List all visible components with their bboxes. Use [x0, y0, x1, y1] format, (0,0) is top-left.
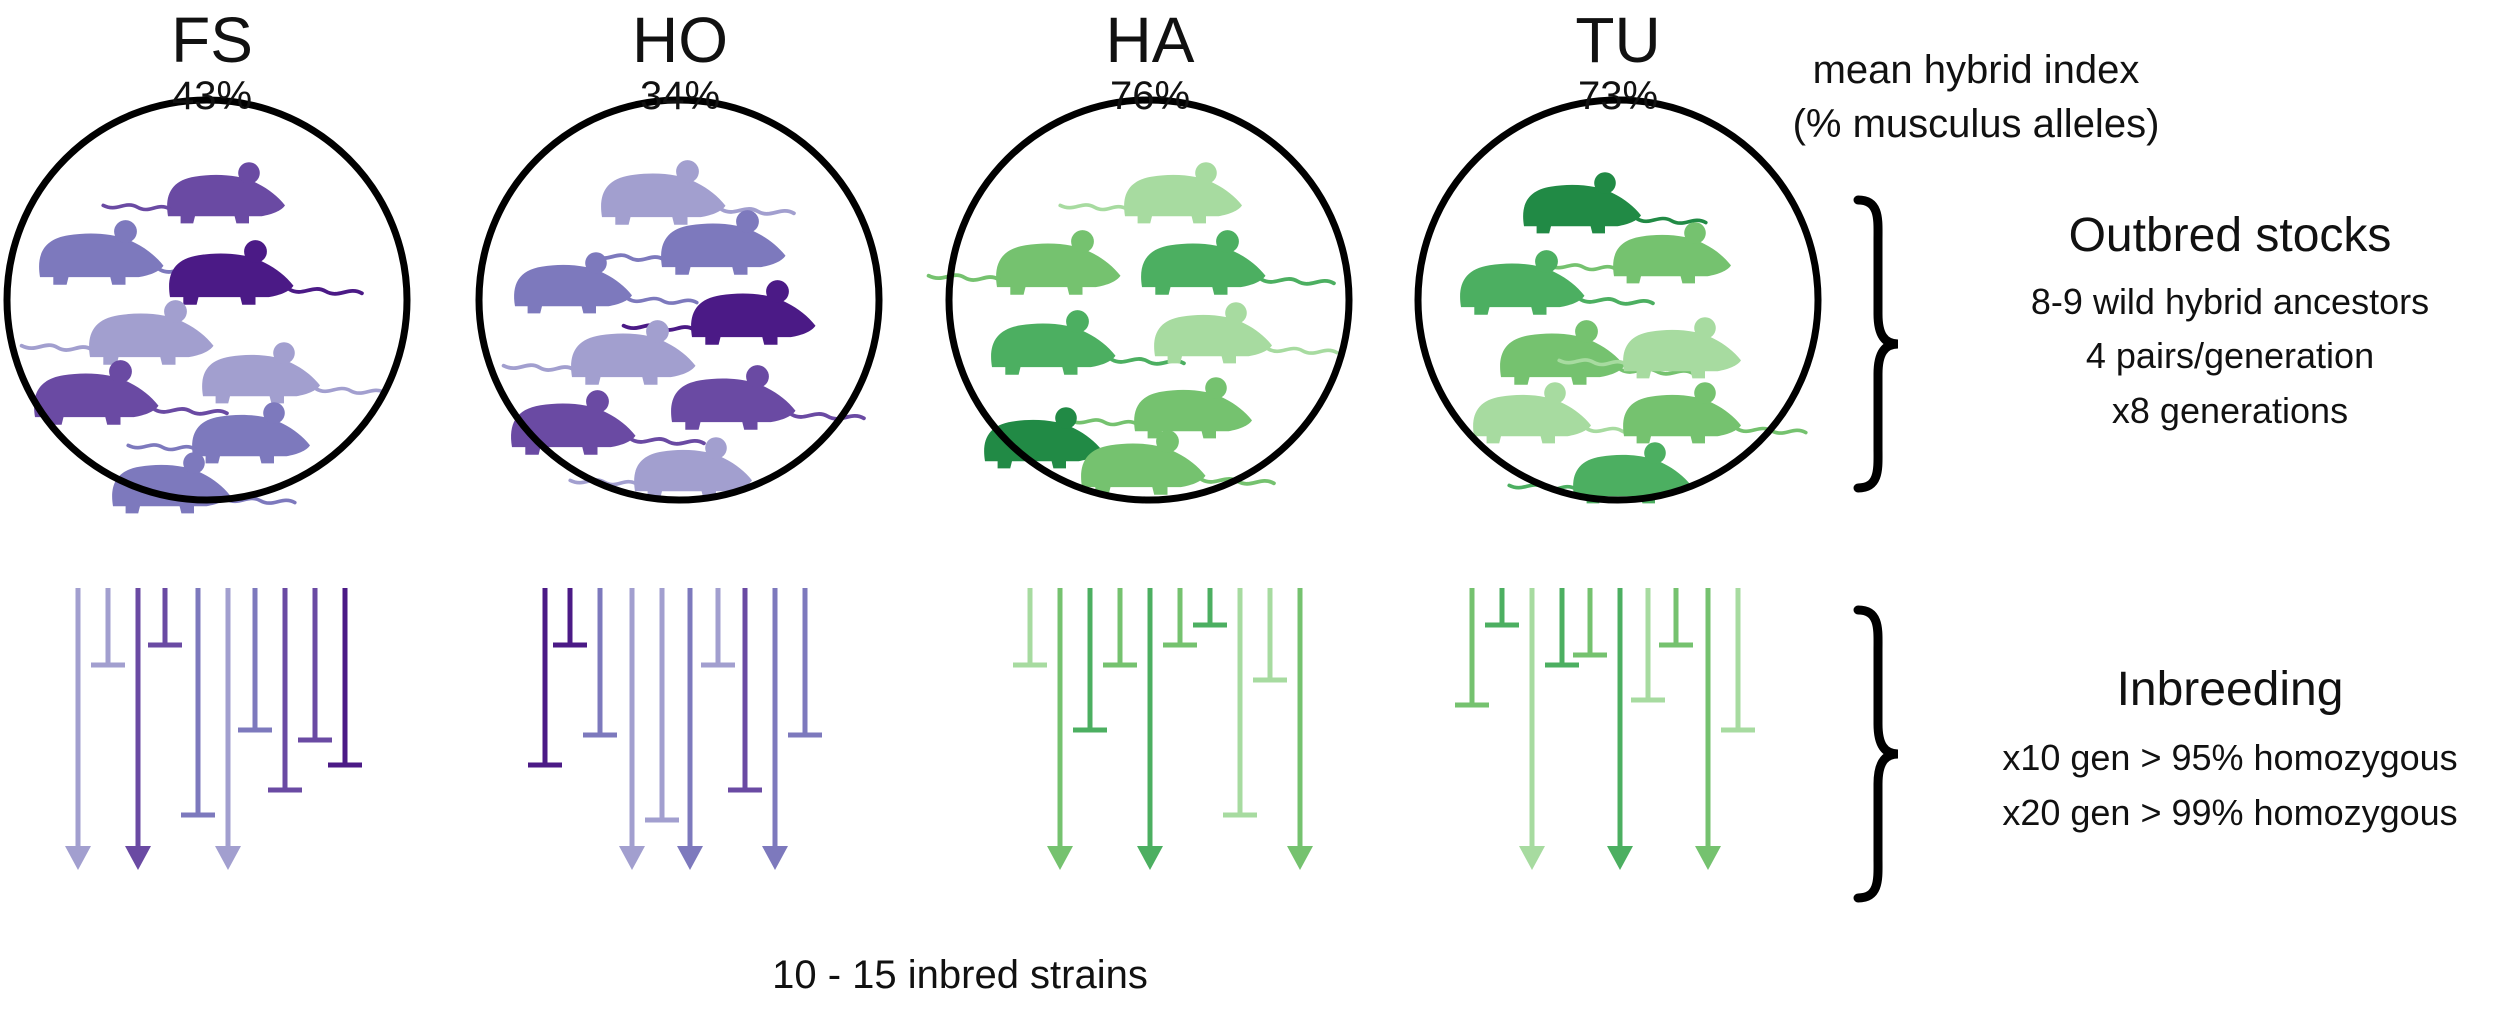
mouse-icon — [1081, 430, 1276, 495]
mouse-icon — [1154, 302, 1339, 364]
outbred-detail-pairs: 4 pairs/generation — [2085, 335, 2375, 376]
mouse-icon — [501, 320, 696, 385]
arrowhead-icon — [1695, 846, 1721, 870]
arrowhead-icon — [65, 846, 91, 870]
outbred-stocks-heading: Outbred stocks — [2068, 209, 2392, 262]
mouse-icon — [1623, 382, 1808, 444]
mouse-icon — [1547, 222, 1731, 284]
population-circle-ho — [475, 96, 883, 504]
hybrid-index-legend-title: mean hybrid index — [1812, 48, 2140, 92]
mouse-icon — [1460, 250, 1655, 315]
mouse-icon — [1507, 442, 1691, 504]
mouse-icon — [1058, 162, 1242, 224]
arrowhead-icon — [1519, 846, 1545, 870]
inbreeding-lineages-tu — [1455, 588, 1755, 870]
arrowhead-icon — [1287, 846, 1313, 870]
arrowhead-icon — [619, 846, 645, 870]
arrowhead-icon — [1607, 846, 1633, 870]
mouse-icon — [568, 437, 752, 499]
mouse-icon — [169, 240, 364, 305]
population-boundary — [1414, 96, 1822, 504]
population-circle-tu — [1414, 96, 1822, 504]
population-percent-fs: 43% — [171, 74, 253, 118]
arrowhead-icon — [762, 846, 788, 870]
arrowhead-icon — [677, 846, 703, 870]
arrowhead-icon — [1137, 846, 1163, 870]
mouse-icon — [1141, 230, 1336, 295]
mouse-icon — [601, 160, 796, 225]
mouse-icon — [1473, 382, 1658, 444]
inbreeding-detail-99: x20 gen > 99% homozygous — [2002, 792, 2458, 833]
inbreeding-heading: Inbreeding — [2116, 663, 2344, 716]
mouse-icon — [34, 360, 229, 425]
inbreeding-lineages-ha — [1013, 588, 1313, 870]
population-code-fs: FS — [171, 4, 253, 76]
population-circle-ha — [926, 96, 1353, 504]
mouse-icon — [671, 365, 866, 430]
population-percent-tu: 73% — [1577, 74, 1659, 118]
population-percent-ha: 76% — [1109, 74, 1191, 118]
mouse-icon — [126, 402, 310, 464]
mouse-icon — [1523, 172, 1708, 234]
population-percent-ho: 34% — [639, 74, 721, 118]
outbred-detail-generations: x8 generations — [2111, 390, 2349, 431]
population-code-ha: HA — [1105, 4, 1195, 76]
inbreeding-detail-95: x10 gen > 95% homozygous — [2002, 737, 2458, 778]
outbred-stocks-brace — [1853, 195, 1899, 493]
mouse-icon — [514, 252, 699, 314]
mouse-icon — [1557, 317, 1741, 379]
population-circle-fs — [3, 96, 411, 514]
arrowhead-icon — [215, 846, 241, 870]
mouse-icon — [202, 342, 387, 404]
population-code-ho: HO — [632, 4, 728, 76]
inbred-strains-caption: 10 - 15 inbred strains — [772, 953, 1148, 997]
population-boundary — [3, 96, 411, 504]
mouse-icon — [926, 230, 1121, 295]
hybrid-index-legend-subtitle: (% musculus alleles) — [1792, 102, 2160, 146]
population-code-tu: TU — [1575, 4, 1661, 76]
arrowhead-icon — [1047, 846, 1073, 870]
mouse-icon — [991, 310, 1186, 375]
mouse-icon — [19, 300, 214, 365]
mouse-icon — [1068, 377, 1252, 439]
mouse-icon — [101, 162, 285, 224]
mouse-icon — [591, 210, 786, 275]
population-boundary — [475, 96, 883, 504]
arrowhead-icon — [125, 846, 151, 870]
inbreeding-brace — [1853, 605, 1899, 903]
population-boundary — [945, 96, 1353, 504]
outbred-detail-ancestors: 8-9 wild hybrid ancestors — [2030, 281, 2430, 322]
inbreeding-lineages-ho — [528, 588, 822, 870]
inbreeding-lineages-fs — [65, 588, 362, 870]
